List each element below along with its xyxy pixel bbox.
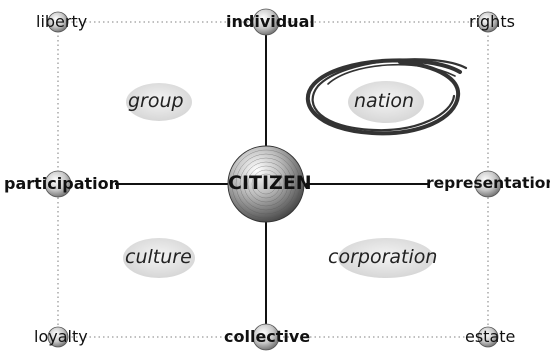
label-participation: participation [4,174,121,193]
label-nation: nation [354,90,415,112]
label-collective: collective [224,327,311,346]
node-estate [477,326,499,348]
node-participation [44,170,72,198]
node-individual [252,8,280,36]
label-rights: rights [469,12,515,31]
corner-nodes [47,11,499,348]
label-culture: culture [125,246,192,268]
label-loyalty: loyalty [34,327,88,346]
node-collective [252,323,280,351]
ellipse-corporation [338,238,434,278]
node-liberty [47,11,69,33]
label-group: group [128,90,184,112]
label-estate: estate [465,327,516,346]
axis-nodes [44,8,502,351]
citizen-sphere [227,145,305,223]
highlight-scribble [306,58,468,136]
ellipse-group [126,83,192,121]
quadrant-ellipses [123,81,434,278]
label-liberty: liberty [36,12,88,31]
label-individual: individual [226,12,315,31]
label-representation: representation [426,174,550,192]
label-citizen: CITIZEN [228,172,312,194]
node-representation [474,170,502,198]
ellipse-culture [123,238,195,278]
label-corporation: corporation [328,246,438,268]
axis-lines [115,35,428,325]
node-loyalty [47,326,69,348]
node-rights [477,11,499,33]
ellipse-nation [348,81,424,123]
